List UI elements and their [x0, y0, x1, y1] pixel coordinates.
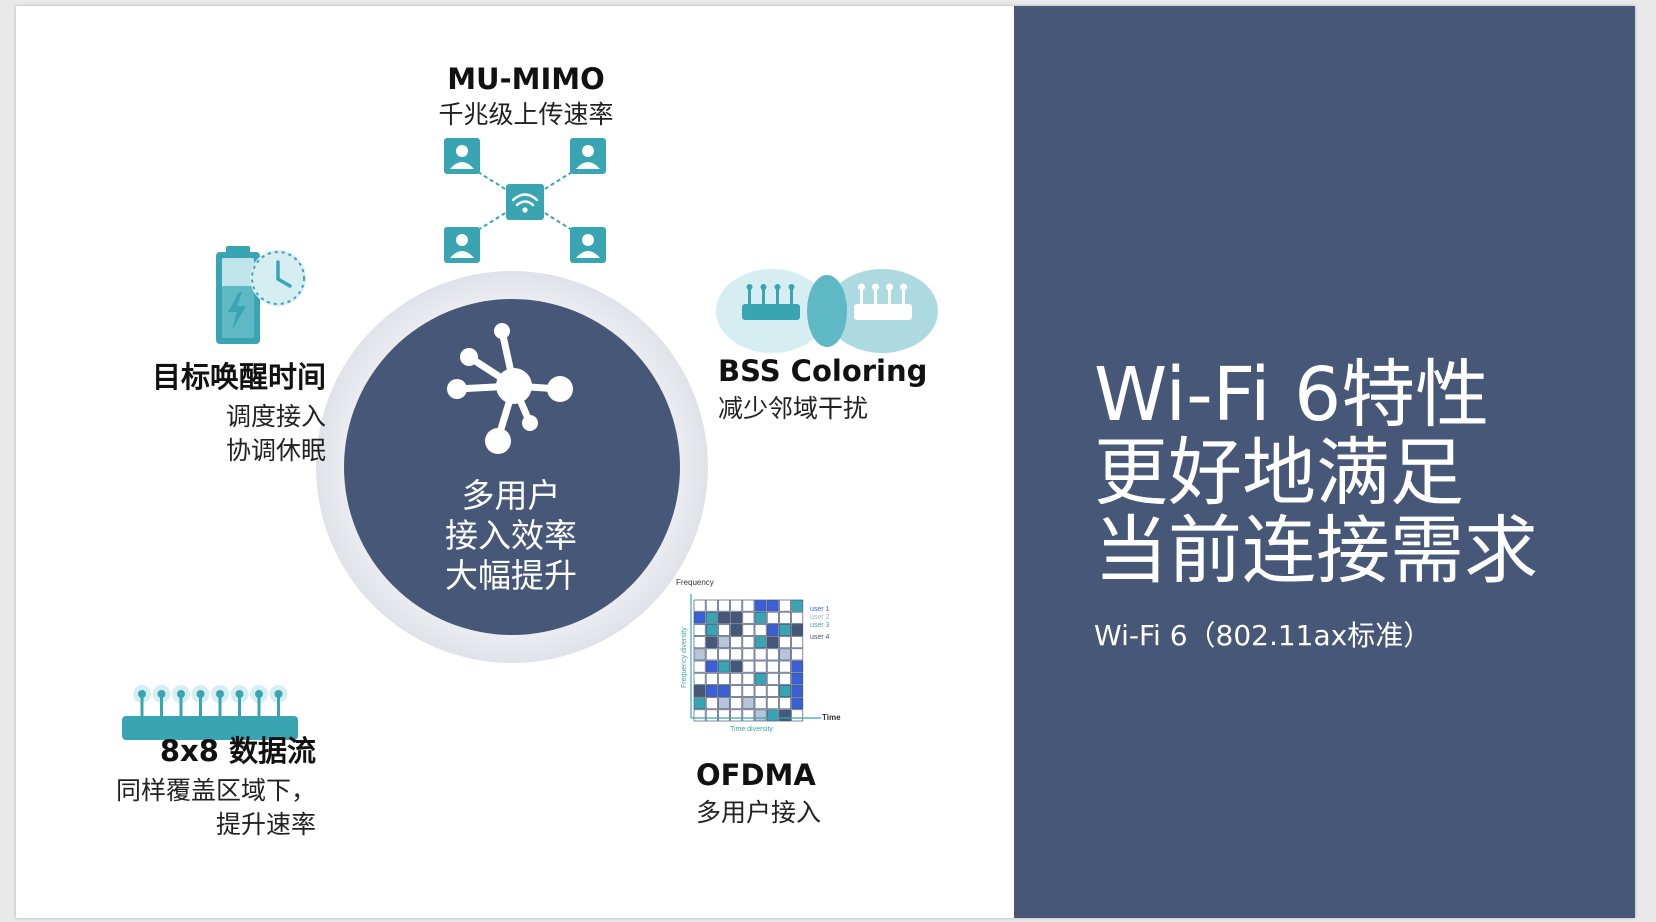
center-text: 多用户 接入效率 大幅提升 [343, 476, 679, 596]
bss-coloring-icon [716, 269, 938, 353]
center-circle-graphic [316, 271, 708, 663]
subtitle: Wi-Fi 6（802.11ax标准） [1094, 619, 1432, 652]
main-title-line-3: 当前连接需求 [1094, 508, 1538, 594]
twt-desc-2: 协调休眠 [225, 436, 326, 465]
ofdma-y-axis-title: Frequency diversity [681, 627, 688, 688]
network-node-icon [447, 323, 573, 454]
feature-twt: 目标唤醒时间 调度接入 协调休眠 [116, 354, 326, 468]
antennas [133, 685, 288, 718]
ofdma-x-axis-title: Time diversity [730, 726, 773, 733]
ofdma-legend-user2: user 2 [810, 614, 830, 621]
title-panel: Wi-Fi 6特性 更好地满足 当前连接需求 Wi-Fi 6（802.11ax标… [1014, 6, 1635, 918]
ofdma-x-label: Time [822, 713, 841, 722]
feature-bss: BSS Coloring 减少邻域干扰 [718, 354, 927, 426]
bss-title: BSS Coloring [718, 354, 928, 388]
center-line-3: 大幅提升 [445, 556, 577, 595]
mumimo-users-icon [444, 138, 606, 263]
streams-desc-2: 提升速率 [215, 810, 316, 839]
feature-streams: 8x8 数据流 同样覆盖区域下， 提升速率 [76, 728, 316, 842]
mumimo-desc: 千兆级上传速率 [438, 100, 614, 129]
feature-ofdma: OFDMA 多用户接入 [696, 758, 821, 830]
ofdma-grid-diagram: Frequency Frequency diversity Time Time … [676, 578, 841, 733]
ofdma-desc: 多用户接入 [696, 798, 822, 827]
main-title-line-2: 更好地满足 [1094, 430, 1464, 516]
center-line-2: 接入效率 [445, 516, 577, 555]
streams-title: 8x8 数据流 [159, 734, 316, 768]
center-line-1: 多用户 [461, 476, 561, 515]
streams-desc-1: 同样覆盖区域下， [115, 776, 316, 805]
router-8-antenna-icon [122, 685, 298, 740]
twt-desc-1: 调度接入 [225, 402, 326, 431]
ofdma-title: OFDMA [696, 758, 816, 792]
wifi-icon [511, 193, 539, 207]
mumimo-title: MU-MIMO [447, 62, 605, 96]
ofdma-legend-user1: user 1 [810, 606, 830, 613]
battery-clock-icon [216, 246, 306, 344]
bss-desc: 减少邻域干扰 [718, 394, 869, 423]
ofdma-y-label: Frequency [676, 578, 714, 587]
feature-mumimo: MU-MIMO 千兆级上传速率 [396, 62, 656, 132]
main-title-line-1: Wi-Fi 6特性 [1094, 352, 1490, 438]
slide: 多用户 接入效率 大幅提升 MU-MIMO 千兆级上传速率 [16, 6, 1635, 918]
main-title: Wi-Fi 6特性 更好地满足 当前连接需求 [1094, 356, 1614, 590]
ofdma-legend-user3: user 3 [810, 622, 830, 629]
twt-title: 目标唤醒时间 [151, 360, 326, 394]
ofdma-legend-user4: user 4 [810, 634, 830, 641]
